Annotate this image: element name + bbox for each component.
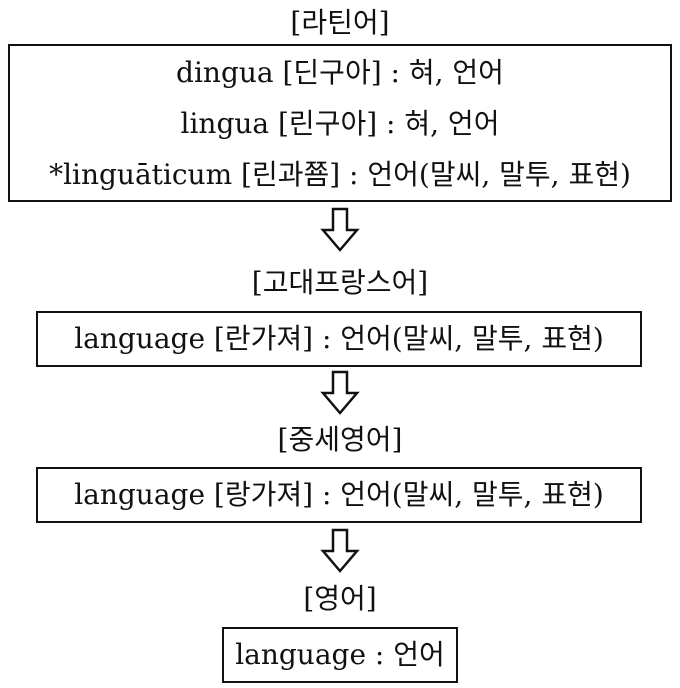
hollow-down-arrow-icon	[0, 527, 680, 575]
stage-box-old-french: language [란가져] : 언어(말씨, 말투, 표현)	[36, 311, 642, 367]
stage-line-latin-dingua: dingua [딘구아] : 혀, 언어	[176, 56, 504, 89]
stage-box-english: language : 언어	[222, 627, 458, 683]
stage-line-latin-linguaticum: *linguāticum [린과쬼] : 언어(말씨, 말투, 표현)	[49, 158, 631, 191]
stage-box-middle-english: language [랑가져] : 언어(말씨, 말투, 표현)	[36, 467, 642, 523]
stage-box-latin: dingua [딘구아] : 혀, 언어 lingua [린구아] : 혀, 언…	[8, 44, 672, 202]
stage-line-english: language : 언어	[235, 638, 445, 671]
stage-line-latin-lingua: lingua [린구아] : 혀, 언어	[180, 107, 500, 140]
stage-label-middle-english: [중세영어]	[277, 423, 403, 456]
stage-label-old-french: [고대프랑스어]	[251, 266, 429, 299]
hollow-down-arrow-icon	[0, 206, 680, 254]
stage-label-english: [영어]	[303, 582, 377, 615]
stage-label-latin: [라틴어]	[290, 6, 390, 39]
stage-line-middle-english: language [랑가져] : 언어(말씨, 말투, 표현)	[74, 478, 604, 511]
hollow-down-arrow-icon	[0, 369, 680, 417]
stage-line-old-french: language [란가져] : 언어(말씨, 말투, 표현)	[74, 322, 604, 355]
